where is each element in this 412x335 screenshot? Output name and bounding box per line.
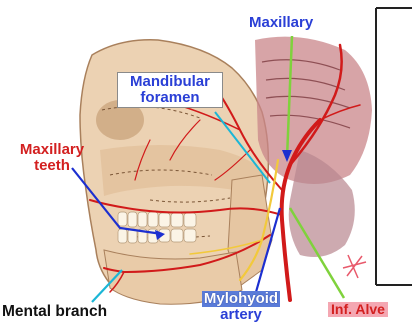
maxillary-artery-label: Maxillary	[249, 15, 313, 31]
mandibular-foramen-label: Mandibular foramen	[117, 72, 223, 108]
maxillary-teeth-label: Maxillary teeth	[6, 142, 98, 174]
mylohyoid-artery-label: Mylohyoid artery	[186, 291, 296, 323]
mylohyoid-line2: artery	[186, 307, 296, 323]
mandibular-foramen-line2: foramen	[122, 90, 218, 106]
mandibular-foramen-line1: Mandibular	[122, 74, 218, 90]
maxillary-teeth-line2: teeth	[6, 158, 98, 174]
inferior-alveolar-label: Inf. Alve	[328, 302, 388, 317]
mental-branch-label: Mental branch	[2, 304, 107, 320]
mylohyoid-line1: Mylohyoid	[202, 291, 280, 307]
maxillary-teeth-line1: Maxillary	[6, 142, 98, 158]
